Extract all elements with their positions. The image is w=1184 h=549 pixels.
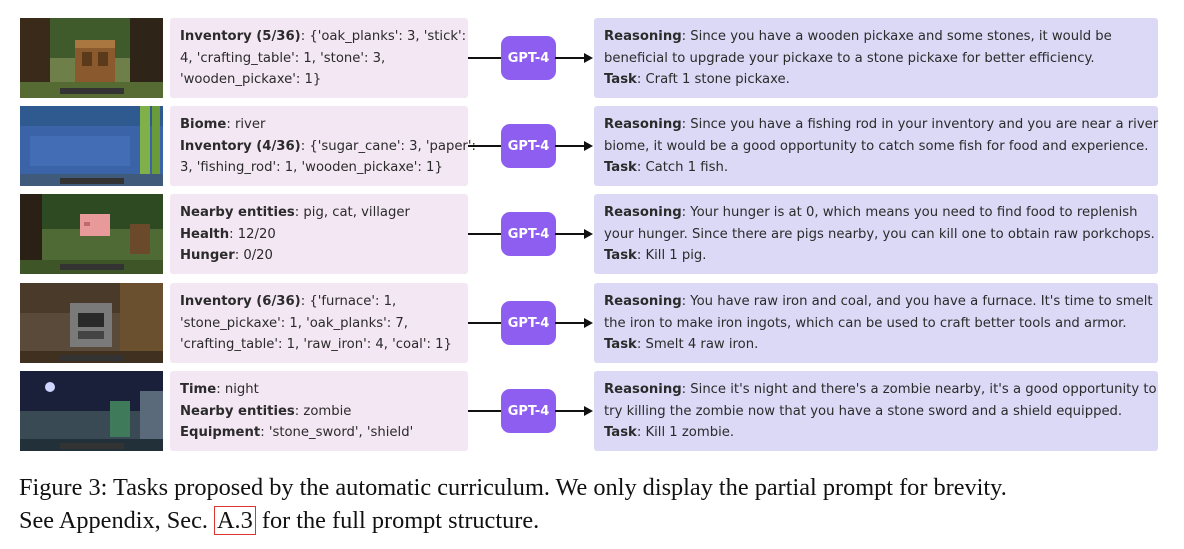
minecraft-screenshot-furnace: [20, 283, 163, 363]
caption-line-2: See Appendix, Sec. A.3 for the full prom…: [19, 506, 540, 535]
curriculum-row-3: Nearby entities: pig, cat, villager Heal…: [0, 194, 1184, 276]
observation-box: Nearby entities: pig, cat, villager Heal…: [170, 194, 468, 274]
curriculum-row-2: Biome: river Inventory (4/36): {'sugar_c…: [0, 106, 1184, 188]
gpt4-node: GPT-4: [501, 124, 556, 168]
arrow-right-icon: [584, 229, 593, 239]
figure-caption: Figure 3: Tasks proposed by the automati…: [19, 471, 1169, 537]
connector-line: [555, 145, 585, 147]
arrow-right-icon: [584, 406, 593, 416]
observation-box: Inventory (6/36): {'furnace': 1, 'stone_…: [170, 283, 468, 363]
connector-line: [468, 322, 502, 324]
arrow-right-icon: [584, 141, 593, 151]
connector-line: [468, 410, 502, 412]
appendix-link[interactable]: A.3: [214, 506, 256, 535]
observation-box: Time: night Nearby entities: zombie Equi…: [170, 371, 468, 451]
connector-line: [555, 322, 585, 324]
caption-line-1: Figure 3: Tasks proposed by the automati…: [19, 474, 1007, 501]
observation-box: Inventory (5/36): {'oak_planks': 3, 'sti…: [170, 18, 468, 98]
connector-line: [555, 410, 585, 412]
proposal-box: Reasoning: You have raw iron and coal, a…: [594, 283, 1158, 363]
connector-line: [468, 233, 502, 235]
connector-line: [555, 233, 585, 235]
curriculum-row-1: Inventory (5/36): {'oak_planks': 3, 'sti…: [0, 18, 1184, 100]
gpt4-node: GPT-4: [501, 36, 556, 80]
minecraft-screenshot-night-zombie: [20, 371, 163, 451]
connector-line: [468, 145, 502, 147]
minecraft-screenshot-pig: [20, 194, 163, 274]
minecraft-screenshot-crafting-table: [20, 18, 163, 98]
connector-line: [468, 57, 502, 59]
gpt4-node: GPT-4: [501, 301, 556, 345]
curriculum-row-4: Inventory (6/36): {'furnace': 1, 'stone_…: [0, 283, 1184, 365]
gpt4-node: GPT-4: [501, 212, 556, 256]
connector-line: [555, 57, 585, 59]
arrow-right-icon: [584, 318, 593, 328]
proposal-box: Reasoning: Since you have a fishing rod …: [594, 106, 1158, 186]
minecraft-screenshot-river: [20, 106, 163, 186]
curriculum-row-5: Time: night Nearby entities: zombie Equi…: [0, 371, 1184, 453]
arrow-right-icon: [584, 53, 593, 63]
proposal-box: Reasoning: Since it's night and there's …: [594, 371, 1158, 451]
proposal-box: Reasoning: Your hunger is at 0, which me…: [594, 194, 1158, 274]
observation-box: Biome: river Inventory (4/36): {'sugar_c…: [170, 106, 476, 186]
gpt4-node: GPT-4: [501, 389, 556, 433]
proposal-box: Reasoning: Since you have a wooden picka…: [594, 18, 1158, 98]
